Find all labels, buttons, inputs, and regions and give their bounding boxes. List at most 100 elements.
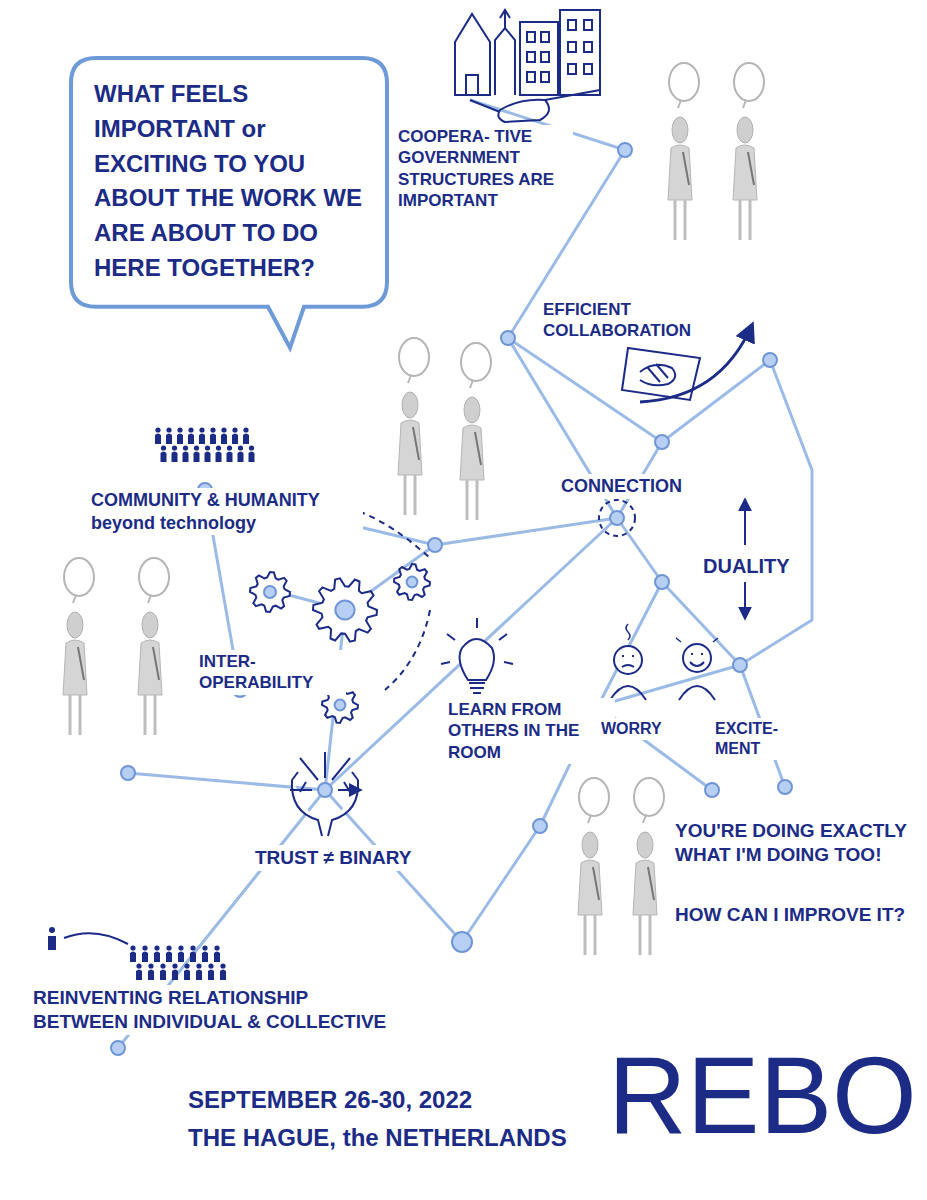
sketch-stroke (405, 475, 415, 515)
sketch-stroke (683, 152, 689, 185)
sketch-stroke (452, 932, 472, 952)
sketch-stroke (142, 612, 158, 638)
sketch-stroke (73, 595, 76, 603)
sketch-stroke (130, 952, 136, 963)
note-text: REINVENTING RELATIONSHIP BETWEEN INDIVID… (30, 985, 410, 1035)
sketch-stroke (205, 445, 210, 450)
sketch-stroke (588, 815, 591, 823)
sketch-stroke (142, 952, 148, 963)
sketch-stroke (568, 64, 576, 74)
sketch-stroke (678, 100, 681, 108)
sketch-stroke (154, 945, 159, 950)
note-text: EFFICIENT COLLABORATION (540, 298, 715, 343)
sketch-stroke (633, 860, 657, 915)
sketch-stroke (177, 427, 182, 432)
sketch-stroke (184, 970, 190, 981)
sketch-stroke (541, 72, 549, 82)
sketch-stroke (202, 945, 207, 950)
sketch-stroke (455, 14, 490, 95)
question-text: WHAT FEELS IMPORTANT or EXCITING TO YOU … (94, 77, 372, 286)
sketch-stroke (166, 952, 172, 963)
sketch-stroke (210, 434, 216, 445)
bubble-outline (71, 58, 387, 348)
sketch-stroke (527, 32, 535, 42)
sketch-stroke (166, 434, 172, 445)
sketch-stroke (501, 331, 515, 345)
sketch-stroke (214, 945, 219, 950)
sketch-stroke (407, 577, 418, 588)
sketch-stroke (462, 826, 540, 942)
sketch-stroke (467, 480, 477, 520)
sketch-stroke (177, 434, 183, 445)
sketch-stroke (470, 380, 473, 388)
sketch-stroke (145, 695, 155, 735)
sketch-stroke (148, 970, 154, 981)
sketch-stroke (335, 700, 346, 711)
sketch-stroke (744, 582, 746, 618)
sketch-stroke (655, 435, 669, 449)
sketch-stroke (290, 752, 360, 790)
sketch-stroke (475, 432, 481, 465)
sketch-stroke (578, 860, 602, 915)
sketch-stroke (48, 936, 56, 950)
sketch-stroke (385, 610, 430, 690)
sketch-stroke (399, 338, 429, 376)
note-text: COOPERA- TIVE GOVERNMENT STRUCTURES ARE … (395, 125, 573, 212)
sketch-stroke (199, 434, 205, 445)
note-text: DUALITY (700, 553, 793, 580)
sketch-stroke (676, 638, 718, 642)
sketch-stroke (740, 200, 750, 240)
sketch-stroke (402, 392, 418, 418)
sketch-stroke (584, 20, 592, 30)
sketch-stroke (640, 364, 675, 385)
sketch-stroke (655, 575, 669, 589)
sketch-stroke (626, 624, 630, 640)
sketch-stroke (618, 143, 632, 157)
sketch-stroke (744, 500, 746, 545)
sketch-stroke (634, 778, 664, 816)
sketch-stroke (568, 42, 576, 52)
sketch-stroke (199, 427, 204, 432)
sketch-stroke (172, 445, 177, 450)
sketch-stroke (214, 952, 220, 963)
sketch-stroke (166, 945, 171, 950)
sketch-stroke (640, 915, 650, 955)
sketch-stroke (313, 578, 377, 641)
sketch-stroke (461, 343, 491, 381)
sketch-stroke (495, 10, 515, 95)
sketch-stroke (763, 353, 777, 367)
sketch-stroke (318, 783, 332, 797)
sketch-stroke (541, 32, 549, 42)
sketch-stroke (196, 970, 202, 981)
sketch-stroke (584, 64, 592, 74)
sketch-stroke (70, 695, 80, 735)
sketch-stroke (679, 686, 715, 700)
sketch-stroke (216, 452, 222, 463)
place-text: THE HAGUE, the NETHERLANDS (185, 1122, 570, 1154)
sketch-stroke (648, 867, 654, 900)
sketch-stroke (161, 445, 166, 450)
sketch-stroke (142, 945, 147, 950)
sketch-stroke (622, 656, 634, 667)
sketch-stroke (408, 375, 411, 383)
sketch-stroke (398, 420, 422, 475)
sketch-stroke (637, 832, 653, 858)
sketch-stroke (227, 445, 232, 450)
sketch-stroke (155, 434, 161, 445)
date-text: SEPTEMBER 26-30, 2022 (185, 1084, 475, 1116)
sketch-stroke (64, 558, 94, 596)
sketch-stroke (394, 564, 430, 600)
sketch-stroke (335, 600, 354, 619)
sketch-stroke (733, 658, 747, 672)
sketch-stroke (737, 117, 753, 143)
sketch-stroke (460, 425, 484, 480)
sketch-stroke (160, 970, 166, 981)
sketch-stroke (325, 518, 617, 790)
event-name: REBO (605, 1040, 920, 1151)
sketch-stroke (172, 963, 177, 968)
note-text: WORRY (598, 718, 665, 740)
sketch-stroke (455, 10, 600, 122)
sketch-stroke (220, 970, 226, 981)
quote-text: HOW CAN I IMPROVE IT? (672, 902, 920, 928)
